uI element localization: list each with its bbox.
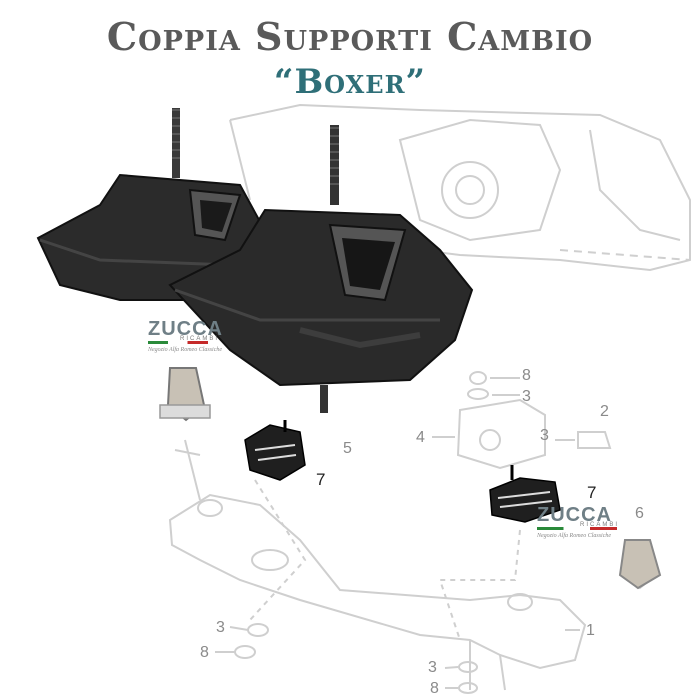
callout-3-bottom-left: 3 bbox=[216, 619, 225, 636]
brand-tagline-right: Negozio Alfa Romeo Classiche bbox=[537, 533, 612, 539]
callout-2: 2 bbox=[600, 403, 609, 420]
brand-tagline-left: Negozio Alfa Romeo Classiche bbox=[148, 347, 223, 353]
callout-7-right: 7 bbox=[587, 483, 597, 502]
callout-3-mid: 3 bbox=[540, 427, 549, 444]
callout-4: 4 bbox=[416, 429, 425, 446]
callout-1: 1 bbox=[586, 622, 595, 639]
brand-logo-right: ZUCCA bbox=[537, 504, 612, 526]
brand-sub-left: RICAMBI bbox=[180, 336, 220, 342]
callout-6: 6 bbox=[635, 505, 644, 522]
callout-8-top: 8 bbox=[522, 367, 531, 384]
callout-3-top: 3 bbox=[522, 388, 531, 405]
callout-8-bottom-right: 8 bbox=[430, 680, 439, 697]
callout-3-bottom-right: 3 bbox=[428, 659, 437, 676]
mount-photo-front bbox=[168, 125, 474, 413]
mount-7-left bbox=[244, 420, 306, 481]
callout-5: 5 bbox=[343, 440, 352, 457]
small-mount-left bbox=[159, 367, 211, 422]
callout-7-left: 7 bbox=[316, 470, 326, 489]
title-line1: Coppia Supporti Cambio bbox=[106, 14, 594, 59]
mount-7-right bbox=[489, 465, 561, 523]
brand-logo-left: ZUCCA bbox=[148, 318, 223, 340]
callout-8-bottom-left: 8 bbox=[200, 644, 209, 661]
flag-stripe-left bbox=[148, 341, 208, 344]
small-mount-right bbox=[618, 539, 662, 590]
flag-stripe-right bbox=[537, 527, 617, 530]
brand-sub-right: RICAMBI bbox=[580, 522, 620, 528]
title-line2: “Boxer” bbox=[273, 62, 427, 102]
